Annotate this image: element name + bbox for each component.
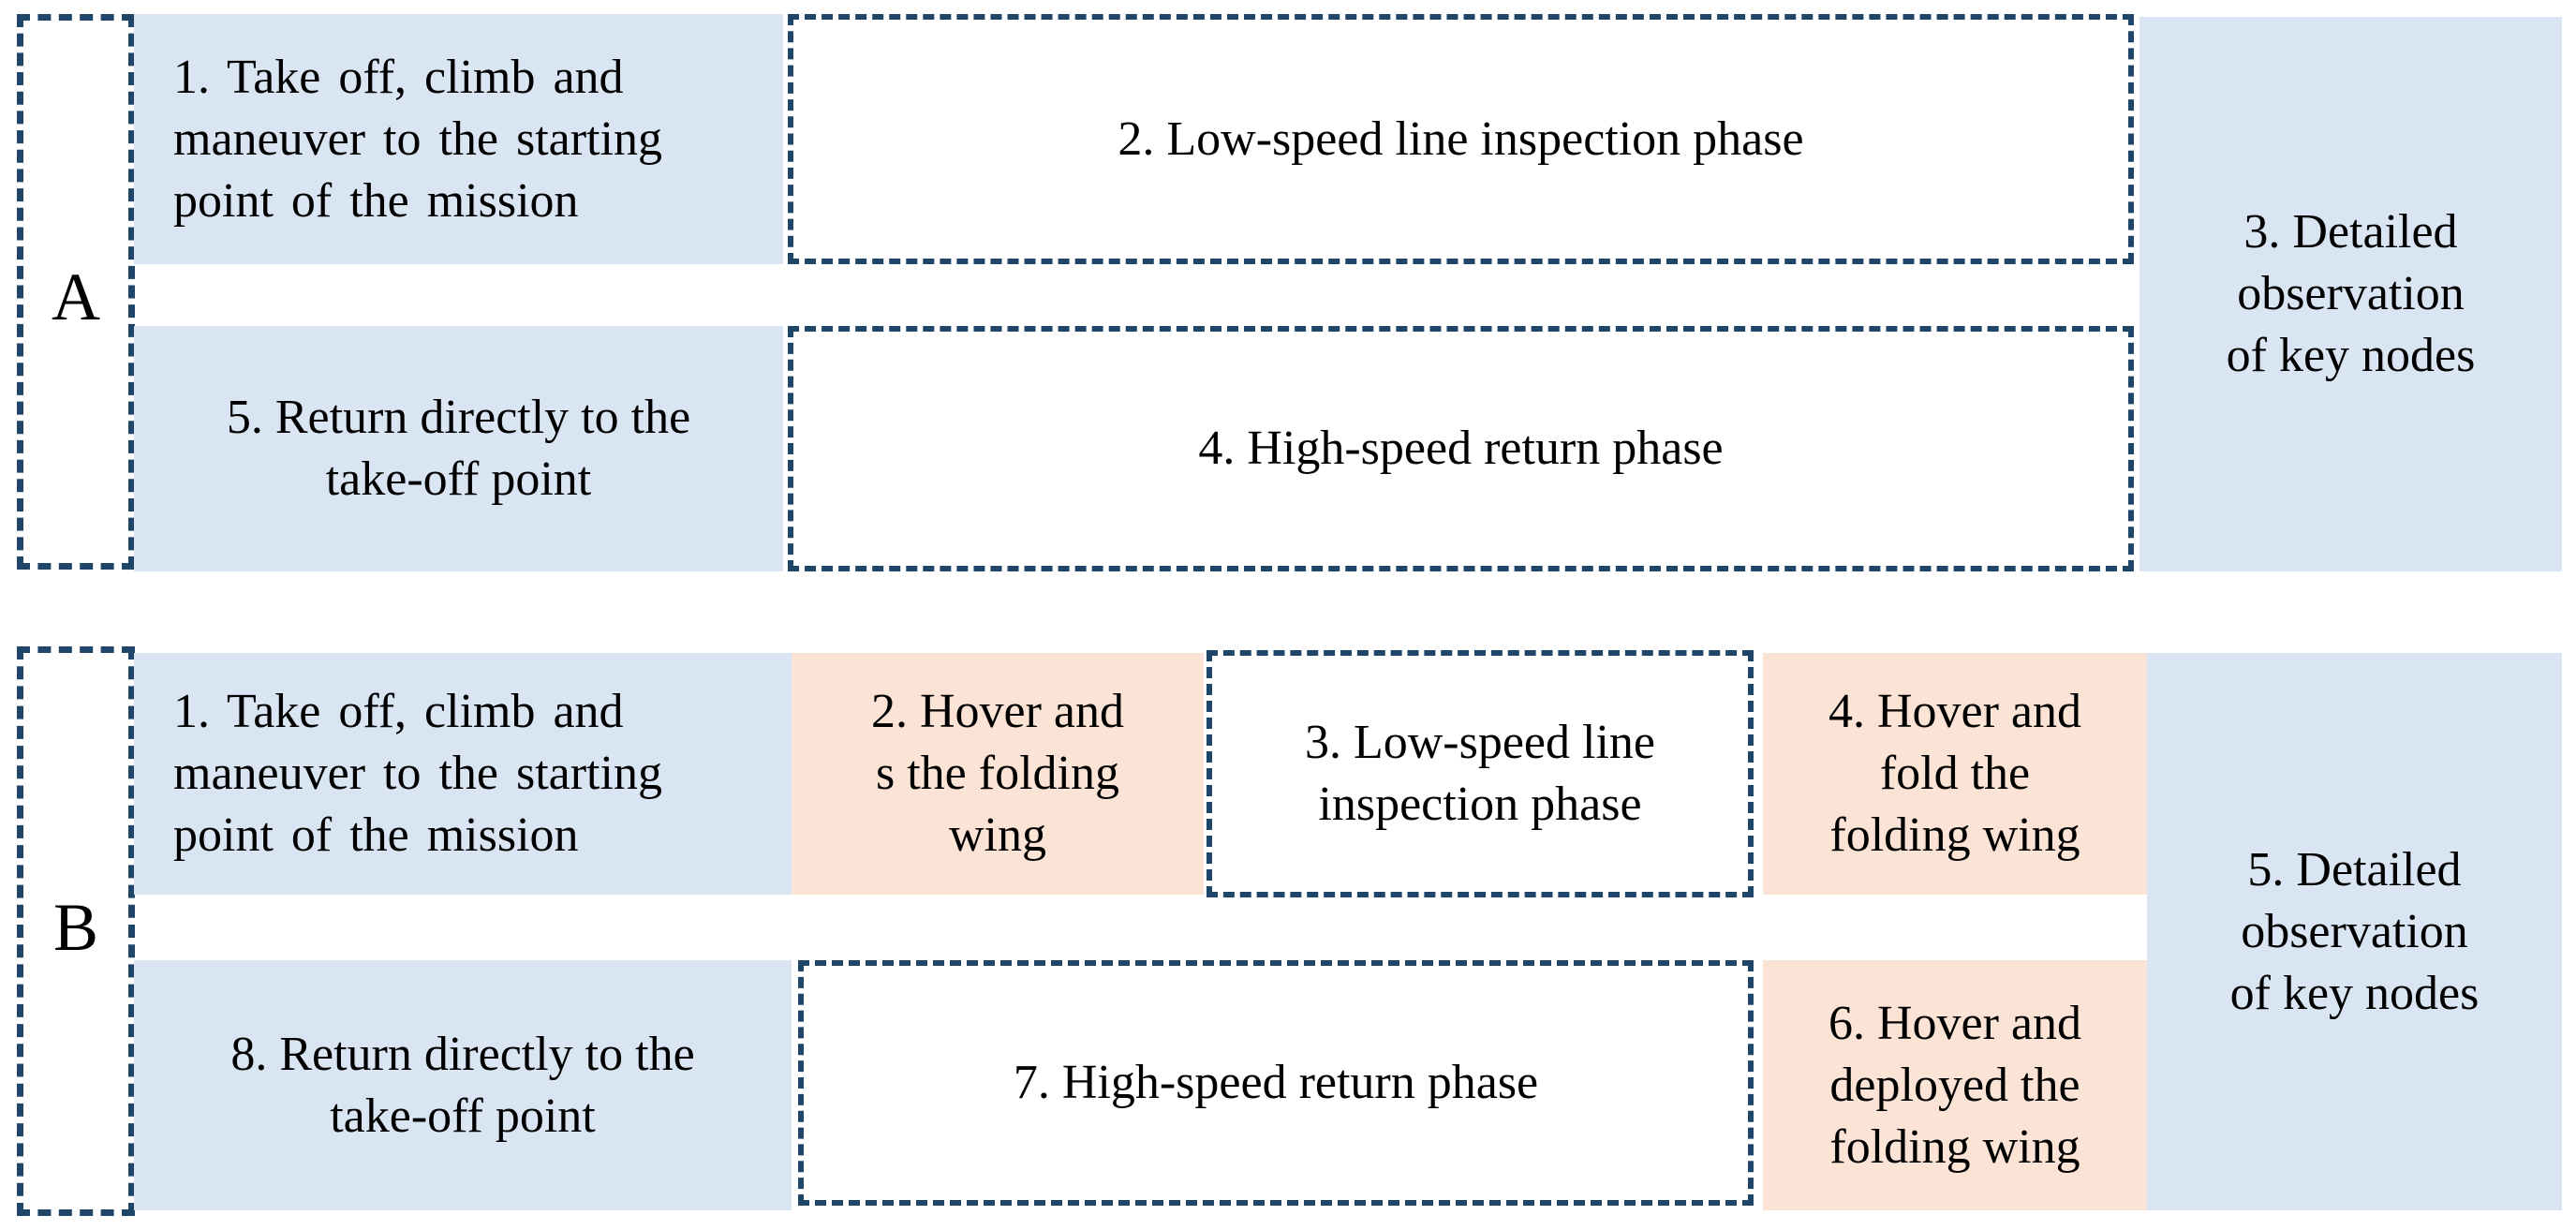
box-a3-detailed-observation: 3. Detailed observation of key nodes — [2139, 17, 2562, 571]
box-b6-hover-deploy-wing-text: 6. Hover and deployed the folding wing — [1828, 996, 2082, 1174]
mission-b-label: B — [52, 890, 99, 965]
box-a5-return-takeoff-point: 5. Return directly to the take-off point — [134, 326, 783, 571]
box-b7-high-speed-return-text: 7. High-speed return phase — [1013, 1056, 1539, 1109]
box-a3-detailed-observation-text: 3. Detailed observation of key nodes — [2226, 205, 2476, 382]
box-b8-return-takeoff-point-text: 8. Return directly to the take-off point — [230, 1027, 695, 1143]
box-a1-takeoff-climb: 1. Take off, climb and maneuver to the s… — [134, 14, 783, 264]
box-b2-hover-spread-wing-text: 2. Hover and s the folding wing — [870, 685, 1125, 862]
box-b1-takeoff-climb-text: 1. Take off, climb and maneuver to the s… — [173, 685, 662, 862]
box-a4-high-speed-return-text: 4. High-speed return phase — [1198, 422, 1724, 475]
box-b1-takeoff-climb: 1. Take off, climb and maneuver to the s… — [134, 653, 792, 895]
box-b5-detailed-observation: 5. Detailed observation of key nodes — [2147, 653, 2562, 1210]
mission-b-frame — [17, 646, 135, 1216]
box-b2-hover-spread-wing: 2. Hover and s the folding wing — [792, 653, 1204, 895]
mission-a-frame — [17, 14, 135, 570]
box-a5-return-takeoff-point-text: 5. Return directly to the take-off point — [226, 391, 691, 506]
box-b6-hover-deploy-wing: 6. Hover and deployed the folding wing — [1763, 960, 2147, 1210]
box-b4-hover-fold-wing: 4. Hover and fold the folding wing — [1763, 653, 2147, 895]
box-b5-detailed-observation-text: 5. Detailed observation of key nodes — [2229, 842, 2480, 1020]
mission-a-label: A — [52, 259, 100, 334]
box-b3-low-speed-inspection-text: 3. Low-speed line inspection phase — [1304, 716, 1655, 831]
box-b4-hover-fold-wing-text: 4. Hover and fold the folding wing — [1828, 685, 2082, 862]
box-b3-low-speed-inspection: 3. Low-speed line inspection phase — [1207, 650, 1754, 897]
box-a4-high-speed-return: 4. High-speed return phase — [788, 326, 2134, 571]
box-b8-return-takeoff-point: 8. Return directly to the take-off point — [134, 960, 792, 1210]
box-a2-low-speed-inspection: 2. Low-speed line inspection phase — [788, 14, 2134, 264]
box-a1-takeoff-climb-text: 1. Take off, climb and maneuver to the s… — [173, 50, 662, 228]
box-b7-high-speed-return: 7. High-speed return phase — [798, 960, 1754, 1206]
box-a2-low-speed-inspection-text: 2. Low-speed line inspection phase — [1118, 111, 1804, 166]
